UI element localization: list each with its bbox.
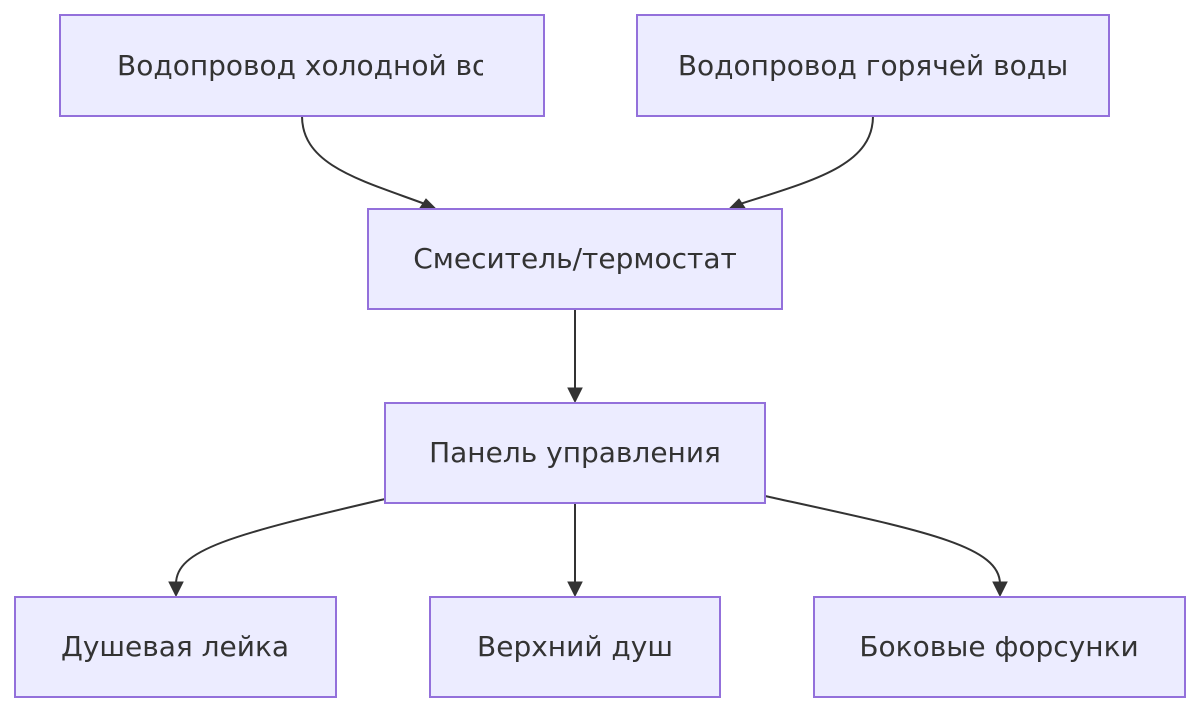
arrowhead-panel-to-overhead-shower <box>567 581 583 598</box>
node-overhead-shower: Верхний душ <box>429 596 721 698</box>
node-hot-water: Водопровод горячей воды <box>636 14 1110 117</box>
arrowhead-panel-to-side-jets <box>992 581 1008 598</box>
node-hand-shower: Душевая лейка <box>14 596 337 698</box>
node-cold-water: Водопровод холодной воды <box>59 14 545 117</box>
arrowhead-mixer-to-panel <box>567 387 583 404</box>
node-control-panel-label: Панель управления <box>429 436 721 469</box>
edge-panel-to-hand-shower <box>175 498 386 585</box>
node-control-panel: Панель управления <box>384 402 766 504</box>
edge-panel-to-side-jets <box>764 495 1001 585</box>
arrowhead-panel-to-hand-shower <box>168 581 184 598</box>
node-overhead-shower-label: Верхний душ <box>477 630 673 663</box>
node-hand-shower-label: Душевая лейка <box>61 630 289 663</box>
edges <box>168 115 1008 598</box>
node-side-jets: Боковые форсунки <box>813 596 1186 698</box>
node-mixer: Смеситель/термостат <box>367 208 783 310</box>
edge-cold-to-mixer <box>301 115 426 205</box>
node-side-jets-label: Боковые форсунки <box>859 630 1138 663</box>
edge-hot-to-mixer <box>739 115 874 205</box>
node-mixer-label: Смеситель/термостат <box>413 242 737 275</box>
node-cold-water-label: Водопровод холодной воды <box>117 49 531 82</box>
node-hot-water-label: Водопровод горячей воды <box>678 49 1068 82</box>
